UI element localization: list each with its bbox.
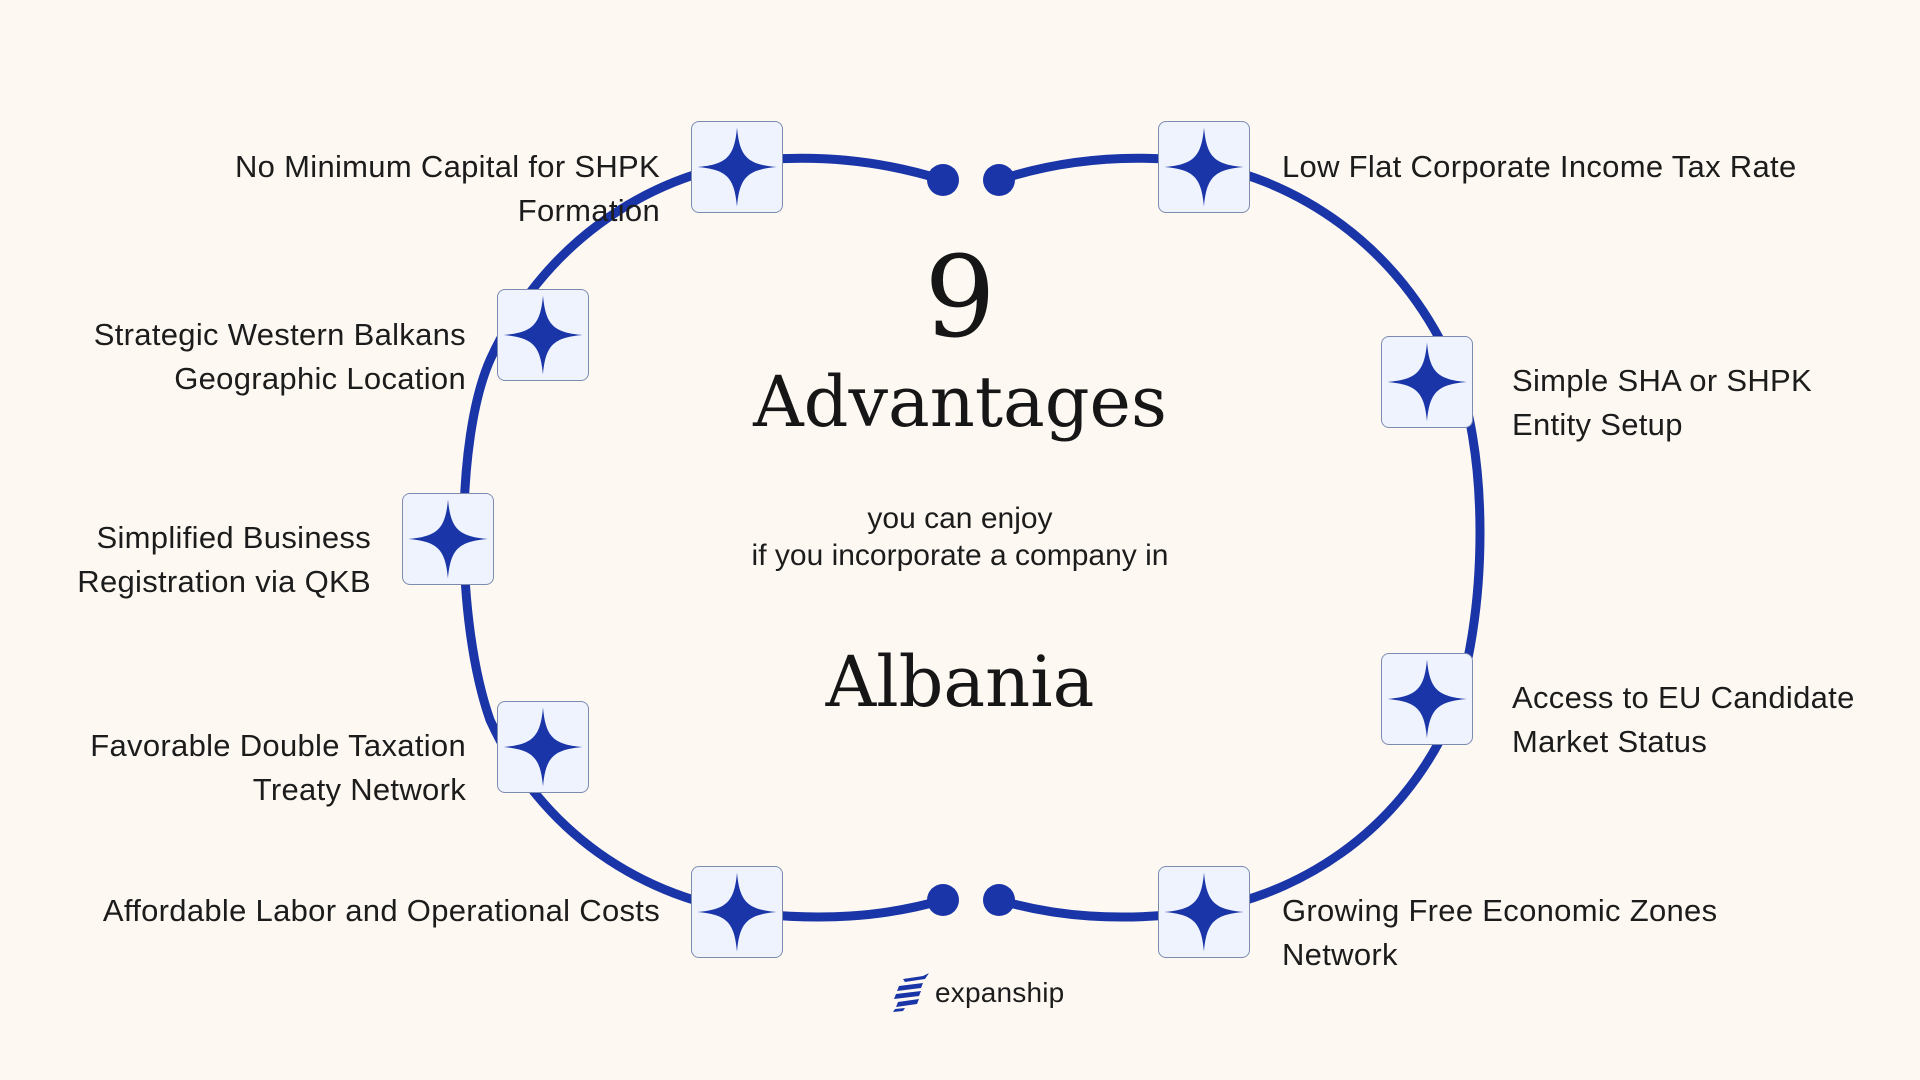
brand-name: expanship: [935, 977, 1065, 1008]
sparkle-star-icon: [503, 295, 583, 375]
advantage-label-9: Affordable Labor and Operational Costs: [103, 889, 660, 933]
connector-dot-top-left: [927, 164, 959, 196]
advantage-label-6: Access to EU Candidate Market Status: [1512, 676, 1855, 764]
advantage-icon-box-8: [1158, 866, 1250, 958]
brand-logo: expanship: [893, 973, 1064, 1013]
advantage-label-line: No Minimum Capital for SHPK: [235, 149, 660, 184]
advantage-label-line: Favorable Double Taxation: [90, 728, 466, 763]
sparkle-star-icon: [1164, 127, 1244, 207]
advantage-label-8: Growing Free Economic Zones Network: [1282, 889, 1717, 977]
sparkle-star-icon: [697, 872, 777, 952]
advantage-label-line: Simplified Business: [96, 520, 371, 555]
advantage-label-line: Registration via QKB: [77, 564, 371, 599]
advantage-icon-box-7: [497, 701, 589, 793]
sparkle-star-icon: [408, 499, 488, 579]
advantage-icon-box-1: [691, 121, 783, 213]
advantage-label-line: Low Flat Corporate Income Tax Rate: [1282, 149, 1797, 184]
advantage-label-line: Geographic Location: [174, 361, 466, 396]
advantage-label-3: Strategic Western Balkans Geographic Loc…: [94, 313, 466, 401]
sparkle-star-icon: [1164, 872, 1244, 952]
advantage-label-line: Market Status: [1512, 724, 1708, 759]
advantage-icon-box-5: [402, 493, 494, 585]
advantage-label-line: Entity Setup: [1512, 407, 1683, 442]
advantage-label-line: Access to EU Candidate: [1512, 680, 1855, 715]
connector-dot-top-right: [983, 164, 1015, 196]
advantage-label-line: Strategic Western Balkans: [93, 317, 466, 352]
advantage-icon-box-6: [1381, 653, 1473, 745]
subtitle-line-1: you can enjoy: [867, 502, 1053, 535]
advantage-label-line: Simple SHA or SHPK: [1512, 363, 1813, 398]
connector-dot-bottom-right: [983, 884, 1015, 916]
advantage-icon-box-2: [1158, 121, 1250, 213]
advantage-label-7: Favorable Double Taxation Treaty Network: [90, 724, 466, 812]
advantages-count: 9: [924, 233, 996, 363]
advantage-icon-box-3: [497, 289, 589, 381]
advantage-icon-box-9: [691, 866, 783, 958]
sparkle-star-icon: [697, 127, 777, 207]
sparkle-star-icon: [1387, 659, 1467, 739]
advantage-label-4: Simple SHA or SHPK Entity Setup: [1512, 359, 1812, 447]
country-name: Albania: [825, 641, 1095, 723]
connector-dot-bottom-left: [927, 884, 959, 916]
advantage-label-line: Growing Free Economic Zones: [1282, 893, 1718, 928]
sparkle-star-icon: [503, 707, 583, 787]
advantage-label-1: No Minimum Capital for SHPK Formation: [235, 145, 660, 233]
advantage-label-2: Low Flat Corporate Income Tax Rate: [1282, 145, 1796, 189]
stacked-arrows-logo-icon: [893, 973, 929, 1012]
advantage-label-line: Network: [1282, 937, 1398, 972]
advantages-heading: Advantages: [753, 361, 1167, 443]
advantage-label-line: Formation: [517, 193, 660, 228]
advantage-icon-box-4: [1381, 336, 1473, 428]
subtitle: you can enjoy if you incorporate a compa…: [0, 500, 1920, 574]
subtitle-line-2: if you incorporate a company in: [751, 539, 1169, 572]
advantage-label-line: Treaty Network: [252, 772, 466, 807]
sparkle-star-icon: [1387, 342, 1467, 422]
advantage-label-line: Affordable Labor and Operational Costs: [102, 893, 660, 928]
advantage-label-5: Simplified Business Registration via QKB: [77, 516, 371, 604]
